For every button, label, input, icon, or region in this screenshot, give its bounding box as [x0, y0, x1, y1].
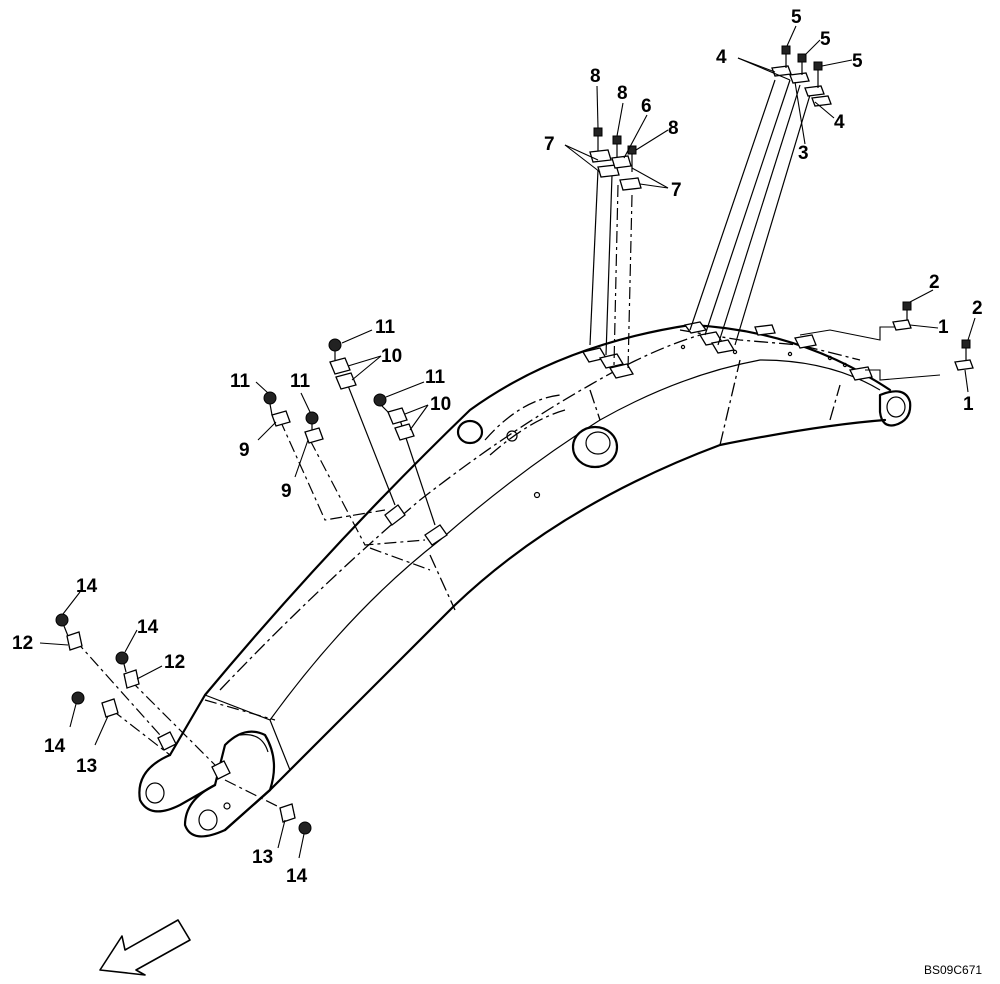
leader-lines	[39, 25, 976, 859]
callout-14: 14	[44, 736, 66, 757]
callout-2: 2	[929, 272, 940, 293]
callout-4: 4	[716, 47, 727, 68]
callout-13: 13	[252, 847, 273, 868]
callout-12: 12	[12, 633, 33, 654]
callout-8: 8	[617, 83, 628, 104]
callout-5: 5	[820, 29, 831, 50]
callout-8: 8	[668, 118, 679, 139]
part-group-1-2	[892, 301, 974, 371]
part-group-12-13-14	[55, 613, 312, 835]
callout-5: 5	[852, 51, 863, 72]
callout-9: 9	[281, 481, 292, 502]
callout-1: 1	[963, 394, 974, 415]
callout-11: 11	[425, 367, 446, 388]
assembly-lines	[74, 79, 941, 816]
callout-12: 12	[164, 652, 185, 673]
callout-10: 10	[430, 394, 451, 415]
callout-14: 14	[137, 617, 159, 638]
callout-3: 3	[798, 143, 809, 164]
callout-13: 13	[76, 756, 97, 777]
drawing-code: BS09C671	[924, 963, 982, 977]
callout-10: 10	[381, 346, 402, 367]
direction-arrow-icon	[99, 919, 191, 976]
callout-7: 7	[544, 134, 555, 155]
callout-labels: 5 5 5 4 4 3 8 8 8 6 7 7 2 2 1 1 11 10 11…	[12, 7, 983, 887]
callout-9: 9	[239, 440, 250, 461]
callout-11: 11	[230, 371, 251, 392]
callout-11: 11	[290, 371, 311, 392]
callout-8: 8	[590, 66, 601, 87]
part-group-9-10-11	[263, 338, 415, 444]
part-group-3-4-5	[771, 45, 832, 107]
boom-body	[138, 323, 912, 838]
callout-11: 11	[375, 317, 396, 338]
callout-4: 4	[834, 112, 845, 133]
callout-7: 7	[671, 180, 682, 201]
callout-2: 2	[972, 298, 983, 319]
callout-5: 5	[791, 7, 802, 28]
callout-14: 14	[286, 866, 308, 887]
callout-6: 6	[641, 96, 652, 117]
mounted-clamps	[157, 321, 873, 780]
callout-1: 1	[938, 317, 949, 338]
callout-14: 14	[76, 576, 98, 597]
